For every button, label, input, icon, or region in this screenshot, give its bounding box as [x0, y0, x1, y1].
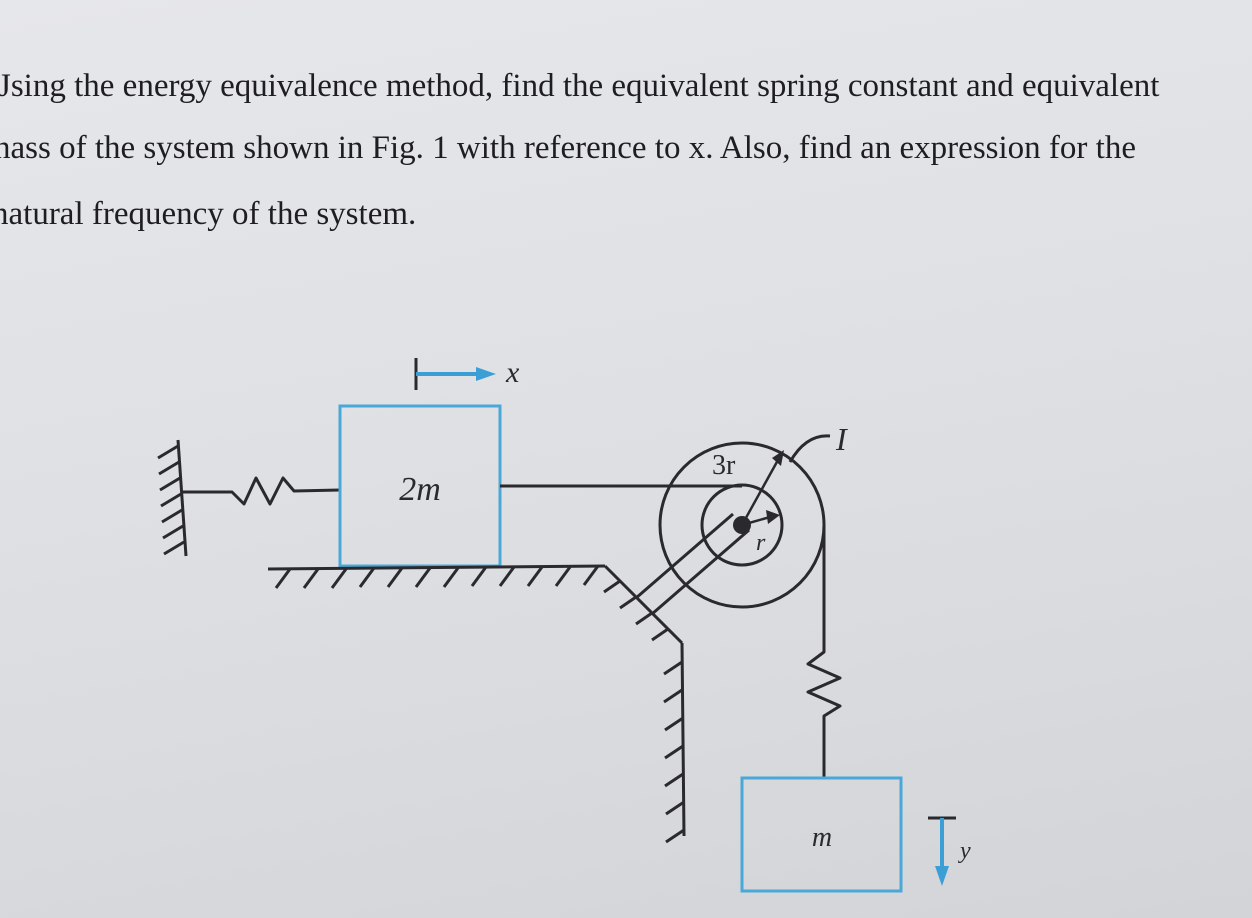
y-displacement-arrow — [928, 816, 956, 886]
outer-radius-arrow — [740, 450, 784, 526]
left-spring — [182, 476, 341, 506]
block-m-label: m — [812, 822, 832, 853]
floor — [267, 564, 686, 844]
pulley-inner — [700, 483, 784, 567]
inertia-label: I — [835, 421, 848, 457]
right-spring — [806, 645, 842, 778]
inner-radius-label: r — [756, 530, 766, 556]
x-label: x — [505, 356, 520, 389]
inertia-arrow — [788, 434, 831, 463]
inner-radius-arrow — [741, 510, 780, 527]
problem-line-3: natural frequency of the system. — [0, 196, 417, 232]
outer-radius-label: 3r — [712, 450, 736, 481]
x-displacement-arrow — [414, 358, 496, 390]
block-m — [740, 776, 903, 893]
left-wall — [157, 439, 188, 557]
problem-line-2: nass of the system shown in Fig. 1 with … — [0, 130, 1136, 166]
block-2m-label: 2m — [399, 471, 441, 508]
problem-line-1: Jsing the energy equivalence method, fin… — [0, 68, 1160, 104]
y-label: y — [958, 838, 971, 864]
pulley-support — [635, 512, 750, 616]
